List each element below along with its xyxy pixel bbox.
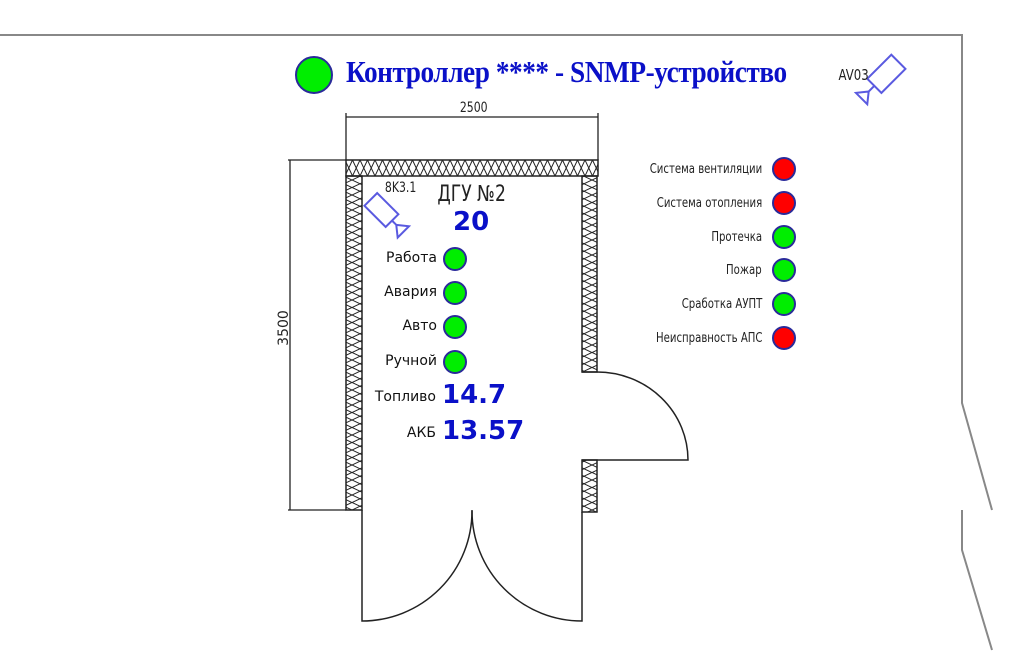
alarm-label: Сработка АУПТ: [681, 297, 762, 312]
alarm-heating-indicator: [772, 191, 796, 215]
alarm-label: Протечка: [711, 230, 762, 245]
doors: [361, 371, 689, 622]
room-walls: [345, 159, 599, 513]
battery-label: АКБ: [406, 425, 436, 441]
page-title: Контроллер **** - SNMP-устройство: [346, 54, 787, 89]
indicator-manual: [443, 350, 467, 374]
fuel-label: Топливо: [374, 389, 436, 405]
indicator-fault: [443, 281, 467, 305]
room-number: 20: [453, 207, 490, 237]
alarm-label: Система вентиляции: [649, 162, 762, 177]
alarm-label: Неисправность АПС: [655, 331, 762, 346]
indicator-auto: [443, 315, 467, 339]
controller-status-indicator: [295, 56, 333, 94]
dimension-height: 3500: [275, 310, 292, 346]
alarm-label: Система отопления: [656, 196, 762, 211]
alarm-aupt-indicator: [772, 292, 796, 316]
room-name: ДГУ №2: [437, 182, 506, 207]
alarm-fire-indicator: [772, 258, 796, 282]
building-outline: [0, 34, 993, 651]
alarm-ventilation-indicator: [772, 157, 796, 181]
battery-value: 13.57: [442, 416, 525, 446]
camera-label-8k31: 8K3.1: [384, 180, 416, 196]
dimension-lines: [288, 113, 599, 511]
dimension-width: 2500: [460, 100, 488, 116]
camera-icon: [363, 53, 907, 240]
indicator-label: Авто: [402, 318, 437, 334]
alarm-label: Пожар: [726, 263, 762, 278]
indicator-label: Работа: [386, 250, 437, 266]
indicator-work: [443, 247, 467, 271]
camera-label-av03: AV03: [838, 66, 869, 84]
alarm-aps-fault-indicator: [772, 326, 796, 350]
indicator-label: Авария: [384, 284, 437, 300]
indicator-label: Ручной: [385, 353, 437, 369]
fuel-value: 14.7: [442, 380, 507, 410]
alarm-leak-indicator: [772, 225, 796, 249]
